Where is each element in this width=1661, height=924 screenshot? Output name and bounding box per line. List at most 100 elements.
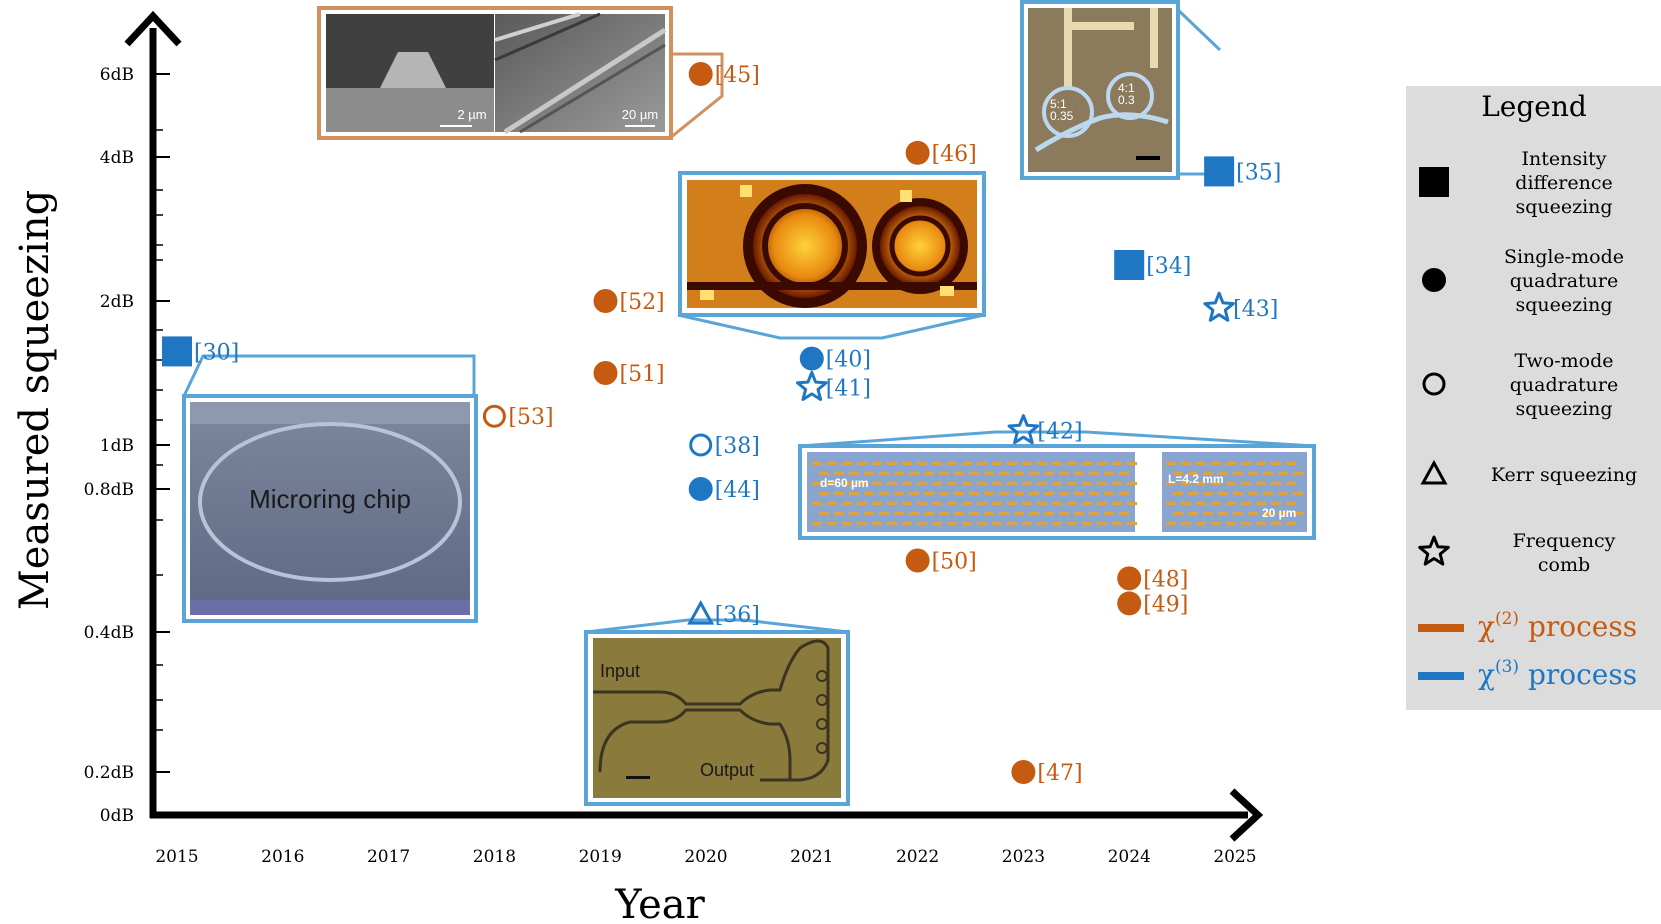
legend-item-label: Frequency — [1513, 530, 1616, 552]
comb-dash — [842, 502, 852, 505]
comb-dash — [827, 522, 837, 525]
comb-dash — [1181, 462, 1191, 465]
data-point-label: [42] — [1037, 420, 1082, 445]
comb-dash — [1188, 492, 1198, 495]
comb-dash — [1007, 522, 1017, 525]
data-point-label: [48] — [1143, 567, 1188, 592]
comb-dash — [999, 512, 1009, 515]
data-point-label: [49] — [1143, 592, 1188, 617]
comb-dash — [969, 512, 979, 515]
data-point-circle — [905, 140, 930, 165]
comb-dashes — [812, 462, 1303, 525]
legend: Legend IntensitydifferencesqueezingSingl… — [1406, 86, 1661, 710]
legend-chi3-swatch — [1418, 672, 1464, 680]
comb-dash — [1241, 502, 1251, 505]
data-point-circle — [1011, 760, 1036, 784]
y-tick-label: 2dB — [100, 292, 134, 312]
comb-dash — [1059, 512, 1069, 515]
comb-scale: 20 µm — [1262, 506, 1296, 520]
data-point-square — [1114, 250, 1145, 280]
comb-dash — [1248, 512, 1258, 515]
comb-dash — [1044, 472, 1054, 475]
comb-dash — [954, 512, 964, 515]
comb-dash — [1089, 512, 1099, 515]
comb-dash — [1241, 522, 1251, 525]
comb-dash — [1256, 522, 1266, 525]
comb-dash — [917, 462, 927, 465]
comb-dash — [1196, 462, 1206, 465]
comb-dash — [954, 472, 964, 475]
x-tick-label: 2024 — [1108, 847, 1151, 867]
comb-dash — [1248, 492, 1258, 495]
comb-dash — [1166, 482, 1176, 485]
legend-marker-open-circle — [1422, 372, 1446, 396]
data-point-label: [35] — [1236, 160, 1281, 185]
y-axis-arrow — [124, 10, 182, 47]
comb-dash — [1074, 512, 1084, 515]
comb-dash — [1022, 502, 1032, 505]
comb-dash — [1127, 522, 1137, 525]
comb-dash — [1233, 512, 1243, 515]
comb-dash — [924, 492, 934, 495]
comb-dash — [834, 492, 844, 495]
comb-dash — [1014, 492, 1024, 495]
comb-dash — [1067, 502, 1077, 505]
comb-dash — [902, 482, 912, 485]
comb-dash — [1052, 502, 1062, 505]
comb-dash — [984, 492, 994, 495]
data-point-label: [53] — [508, 405, 553, 430]
comb-dash — [1097, 482, 1107, 485]
data-point-open-circle — [482, 404, 506, 428]
comb-dash — [1226, 522, 1236, 525]
data-point-label: [45] — [715, 63, 760, 88]
comb-dash — [1007, 462, 1017, 465]
y-tick-label: 0.2dB — [84, 763, 134, 783]
comb-dash — [1112, 502, 1122, 505]
comb-dash — [849, 492, 859, 495]
comb-dash — [887, 522, 897, 525]
comb-dash — [1052, 462, 1062, 465]
comb-dash — [1029, 512, 1039, 515]
comb-dash — [992, 482, 1002, 485]
comb-dash — [999, 472, 1009, 475]
comb-dash — [1203, 512, 1213, 515]
comb-dash — [1256, 462, 1266, 465]
comb-dash — [1089, 472, 1099, 475]
inset-microring: Microring chip — [182, 354, 478, 623]
comb-dash — [1211, 502, 1221, 505]
data-point-circle — [593, 289, 618, 313]
comb-dash — [1067, 462, 1077, 465]
comb-dash — [872, 502, 882, 505]
comb-dash — [1196, 502, 1206, 505]
x-axis-arrow — [1229, 788, 1264, 842]
data-point-label: [47] — [1037, 761, 1082, 786]
comb-dash — [1082, 522, 1092, 525]
comb-dash — [857, 522, 867, 525]
x-tick-label: 2015 — [155, 847, 198, 867]
comb-dash — [1074, 492, 1084, 495]
legend-item-label: difference — [1515, 172, 1612, 194]
legend-item-label: squeezing — [1515, 294, 1612, 316]
comb-dash — [1067, 482, 1077, 485]
legend-marker-square — [1419, 167, 1449, 197]
comb-dash — [872, 522, 882, 525]
comb-dash — [1278, 492, 1288, 495]
comb-dash — [1218, 512, 1228, 515]
comb-dash — [1271, 482, 1281, 485]
legend-chi3-label: χ(3) process — [1478, 657, 1637, 691]
comb-dash — [857, 502, 867, 505]
data-point-label: [43] — [1233, 297, 1278, 322]
comb-dash — [999, 492, 1009, 495]
comb-dash — [1082, 502, 1092, 505]
comb-dash — [1022, 522, 1032, 525]
comb-dash — [1022, 462, 1032, 465]
comb-dash — [947, 462, 957, 465]
comb-dash — [812, 502, 822, 505]
comb-dash — [1286, 522, 1296, 525]
comb-dash — [1166, 502, 1176, 505]
comb-dash — [902, 522, 912, 525]
comb-dash — [1037, 462, 1047, 465]
data-point-label: [51] — [619, 362, 664, 387]
comb-dash — [849, 512, 859, 515]
comb-dash — [947, 502, 957, 505]
